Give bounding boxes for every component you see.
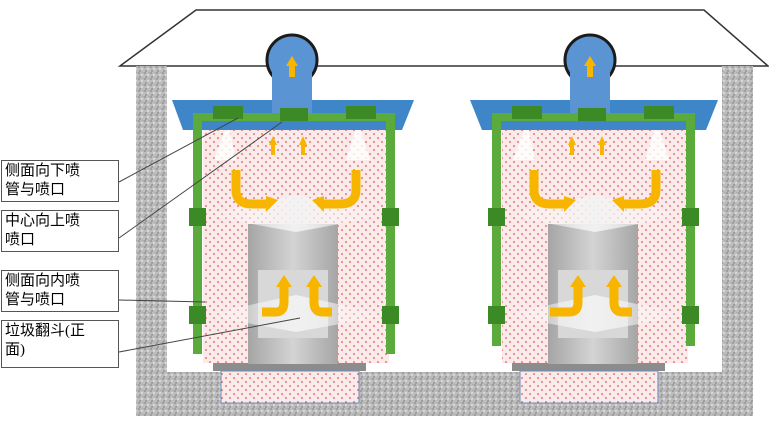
left-unit: [172, 33, 414, 404]
label-side-down-nozzle: 侧面向下喷 管与喷口: [1, 160, 119, 202]
spray-band: [502, 195, 688, 232]
pipe: [386, 116, 395, 354]
spray-band: [203, 295, 389, 332]
pipe: [193, 116, 202, 354]
leader-line: [118, 117, 239, 183]
right-unit: [470, 33, 718, 404]
pipe: [686, 116, 695, 346]
right-wall: [722, 66, 753, 416]
ash-pit: [213, 363, 366, 371]
roof: [117, 9, 769, 67]
ash-pit: [512, 363, 665, 371]
label-garbage-bin: 垃圾翻斗(正 面): [1, 320, 119, 368]
spray-band: [203, 195, 389, 232]
label-center-up-nozzle: 中心向上喷 喷口: [1, 210, 119, 252]
spray-band: [502, 295, 688, 332]
leader-line: [118, 317, 301, 353]
leader-line: [118, 121, 283, 239]
left-wall: [136, 66, 167, 416]
leader-line: [118, 299, 206, 303]
label-side-inward-nozzle: 侧面向内喷 管与喷口: [1, 270, 119, 312]
pipe: [492, 116, 501, 346]
